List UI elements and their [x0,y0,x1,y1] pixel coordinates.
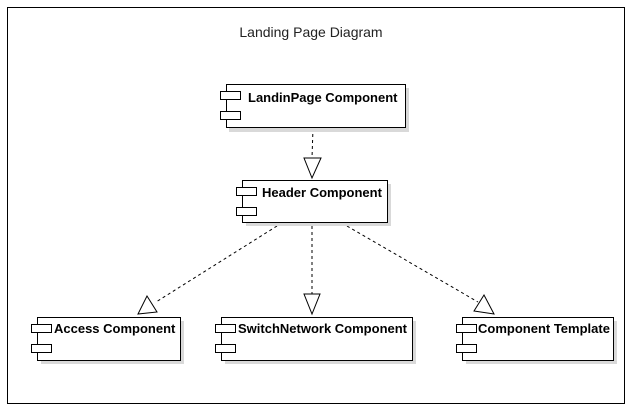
component-header[interactable]: Header Component [236,180,392,227]
component-port-icon [220,91,241,100]
component-template[interactable]: Component Template [456,317,618,365]
dependency-arrow-header-switchnetwork [303,226,321,316]
diagram-title: Landing Page Diagram [239,24,382,40]
component-label: Access Component [54,321,176,336]
component-port-icon [215,324,236,333]
dependency-arrow-header-access [137,225,278,315]
dependency-arrow-landing-header [303,127,322,180]
component-port-icon [31,344,52,353]
component-label: SwitchNetwork Component [238,321,408,336]
component-landing-page[interactable]: LandinPage Component [220,84,410,133]
component-label: Header Component [262,185,383,200]
component-port-icon [456,324,477,333]
component-access[interactable]: Access Component [31,317,185,365]
component-port-icon [215,344,236,353]
dependency-arrow-header-template [346,225,495,315]
component-port-icon [456,344,477,353]
component-port-icon [236,207,257,216]
component-port-icon [220,111,241,120]
component-label: LandinPage Component [248,90,398,105]
component-label: Component Template [478,321,610,336]
component-switchnetwork[interactable]: SwitchNetwork Component [215,317,417,365]
component-port-icon [31,324,52,333]
component-port-icon [236,187,257,196]
